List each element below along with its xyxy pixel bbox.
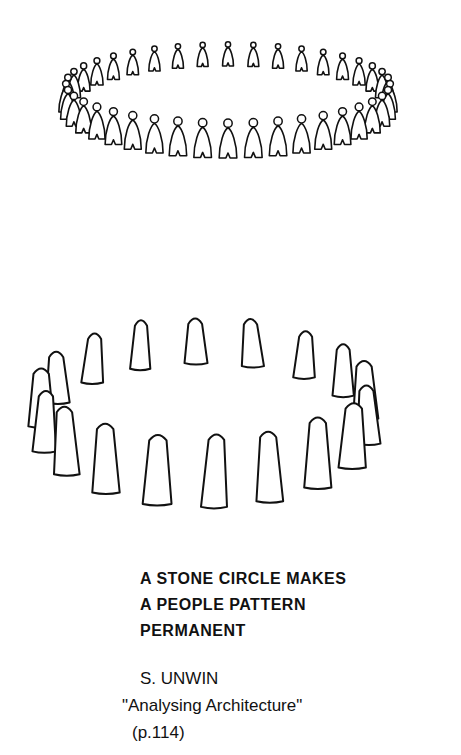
person-figure <box>146 115 163 153</box>
source-note: (p.114) <box>132 719 332 747</box>
standing-stone <box>339 403 366 469</box>
standing-stone <box>32 391 56 453</box>
people-ring <box>59 42 397 158</box>
person-figure <box>149 46 160 71</box>
person-figure <box>351 103 367 139</box>
person-figure <box>223 42 234 66</box>
standing-stone <box>81 333 103 384</box>
standing-stone <box>304 418 331 489</box>
standing-stone <box>130 320 150 370</box>
standing-stone <box>92 424 119 494</box>
standing-stone <box>256 432 283 503</box>
person-figure <box>353 58 365 85</box>
person-figure <box>197 42 208 66</box>
person-figure <box>124 112 141 150</box>
standing-stone <box>293 331 315 379</box>
stone-ring <box>28 319 380 509</box>
standing-stone <box>333 344 354 397</box>
person-figure <box>248 42 259 66</box>
person-figure <box>169 117 186 156</box>
person-figure <box>194 118 212 157</box>
source-note: "Analysing Architecture" <box>122 692 422 720</box>
person-figure <box>315 112 332 150</box>
person-figure <box>219 119 237 158</box>
person-figure <box>245 118 263 157</box>
person-figure <box>337 53 349 79</box>
person-figure <box>89 103 105 139</box>
person-figure <box>269 117 286 156</box>
standing-stone <box>143 435 172 505</box>
person-figure <box>107 53 119 79</box>
person-figure <box>334 108 351 145</box>
person-figure <box>127 49 139 75</box>
person-figure <box>172 44 183 69</box>
person-figure <box>317 49 329 75</box>
standing-stone <box>54 407 80 476</box>
standing-stone <box>201 434 227 508</box>
person-figure <box>273 44 284 69</box>
standing-stone <box>185 319 208 365</box>
person-figure <box>105 108 122 145</box>
caption-note: A STONE CIRCLE MAKES A PEOPLE PATTERN PE… <box>140 566 358 644</box>
standing-stone <box>242 319 264 368</box>
person-figure <box>293 115 310 153</box>
person-figure <box>91 58 103 85</box>
source-note: S. UNWIN <box>140 665 420 693</box>
person-figure <box>296 46 307 71</box>
